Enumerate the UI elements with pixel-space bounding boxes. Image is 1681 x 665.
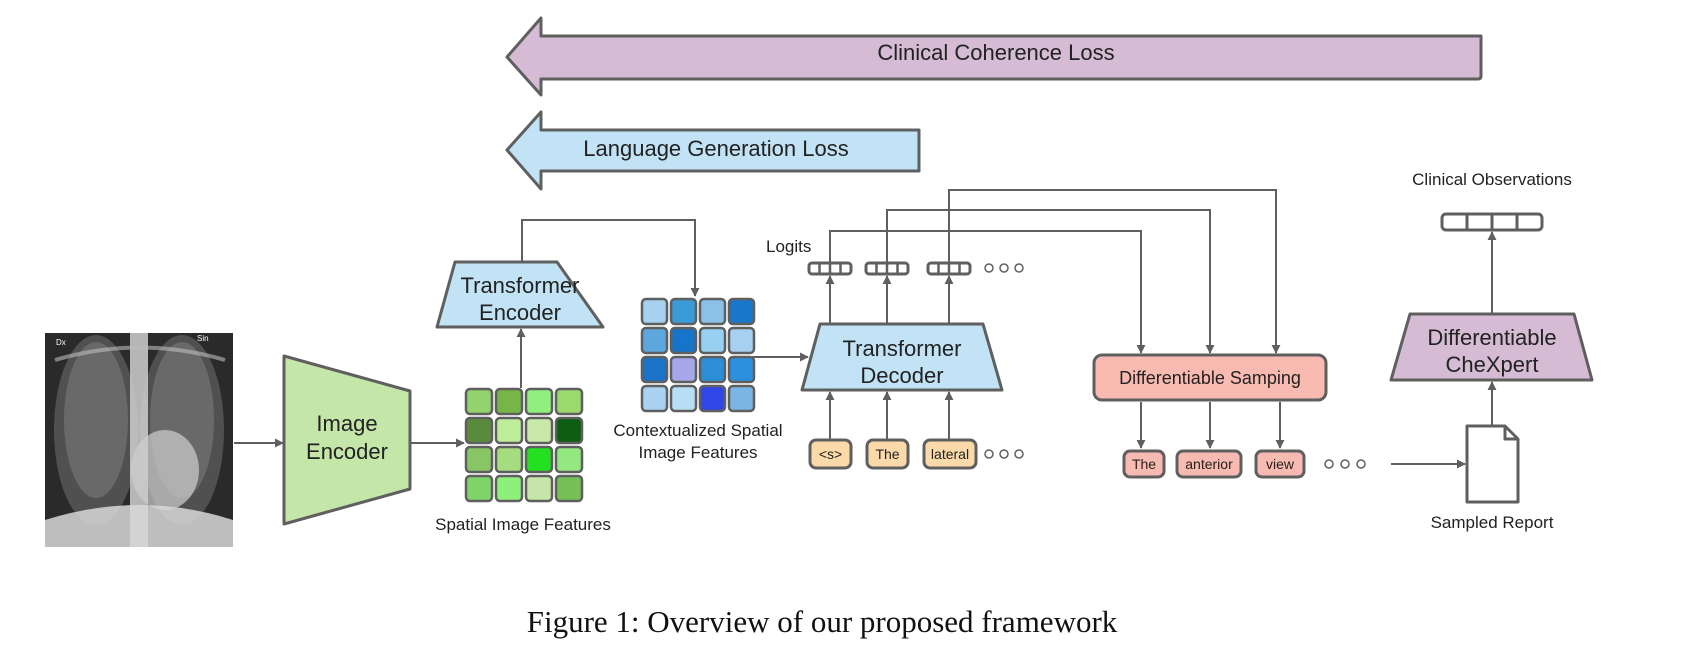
transformer-encoder-label-line2: Encoder (479, 300, 561, 325)
sampled-token-label: view (1266, 456, 1295, 472)
language-generation-loss-label: Language Generation Loss (583, 136, 848, 161)
sampled-token-label: The (1132, 456, 1156, 472)
chest-xray-image: Dx Sin (45, 333, 233, 547)
spatial-feature-cell (494, 474, 524, 503)
input-token-label: <s> (819, 446, 842, 462)
input-token: <s> (808, 438, 853, 470)
language-generation-loss-arrow: Language Generation Loss (505, 110, 921, 191)
context-feature-cell (698, 355, 727, 384)
sampled-report-label: Sampled Report (1431, 513, 1554, 532)
spatial-feature-cell (554, 445, 584, 474)
differentiable-sampling: Differentiable Samping (1092, 353, 1328, 402)
context-feature-cell (727, 355, 756, 384)
transformer-encoder-label-line1: Transformer (461, 273, 580, 298)
spatial-feature-cell (524, 416, 554, 445)
transformer-encoder: Transformer Encoder (435, 260, 605, 329)
image-encoder: Image Encoder (282, 354, 412, 526)
spatial-feature-cell (494, 416, 524, 445)
ellipsis-dot (1324, 459, 1334, 469)
xray-corner-left: Dx (56, 338, 66, 347)
logit-vector (807, 261, 853, 276)
context-feature-cell (669, 384, 698, 413)
logit-vector (926, 261, 972, 276)
sampled-token-label: anterior (1185, 456, 1233, 472)
ellipsis-dot (999, 263, 1009, 273)
context-feature-cell (698, 297, 727, 326)
contextualized-features-label-line1: Contextualized Spatial (613, 421, 782, 440)
contextualized-features-label-line2: Image Features (638, 443, 757, 462)
decoder-input-tokens: <s> The lateral (808, 438, 1024, 470)
input-token: lateral (922, 438, 978, 470)
context-feature-cell (640, 384, 669, 413)
spatial-feature-cell (464, 474, 494, 503)
context-feature-cell (727, 326, 756, 355)
spatial-feature-cell (494, 387, 524, 416)
clinical-coherence-loss-arrow: Clinical Coherence Loss (505, 16, 1483, 97)
logit-vector (864, 261, 910, 276)
ellipsis-dot (1014, 449, 1024, 459)
sampled-tokens: The anterior view (1122, 449, 1366, 479)
image-encoder-label-line2: Encoder (306, 439, 388, 464)
arrow-logit1-to-sampling (829, 230, 1146, 354)
transformer-decoder-label-line1: Transformer (843, 336, 962, 361)
ellipsis-dot (1356, 459, 1366, 469)
image-encoder-label-line1: Image (316, 411, 377, 436)
context-feature-cell (727, 297, 756, 326)
context-feature-cell (640, 297, 669, 326)
spatial-feature-cell (464, 416, 494, 445)
ellipsis-dot (984, 449, 994, 459)
input-token-label: lateral (931, 446, 969, 462)
context-feature-cell (669, 355, 698, 384)
clinical-observations-vector (1440, 212, 1544, 232)
ellipsis-dot (1014, 263, 1024, 273)
xray-corner-right: Sin (197, 334, 209, 343)
spatial-feature-cell (494, 445, 524, 474)
sampled-report-document (1465, 424, 1520, 504)
differentiable-chexpert-label-line1: Differentiable (1427, 325, 1556, 350)
spatial-feature-cell (524, 445, 554, 474)
context-feature-cell (669, 297, 698, 326)
arrow-logit2-to-sampling (886, 209, 1215, 354)
spatial-feature-cell (554, 474, 584, 503)
context-feature-cell (727, 384, 756, 413)
logit-vectors (807, 261, 1024, 276)
clinical-observations-label: Clinical Observations (1412, 170, 1572, 189)
sampled-token: anterior (1175, 449, 1243, 479)
input-token-label: The (875, 446, 899, 462)
clinical-coherence-loss-label: Clinical Coherence Loss (877, 40, 1114, 65)
contextualized-features-grid (640, 297, 756, 413)
context-feature-cell (698, 326, 727, 355)
spatial-image-features-label: Spatial Image Features (435, 515, 611, 534)
context-feature-cell (640, 326, 669, 355)
spatial-feature-cell (524, 387, 554, 416)
ellipsis-dot (1340, 459, 1350, 469)
spatial-feature-cell (464, 387, 494, 416)
transformer-decoder: Transformer Decoder (800, 322, 1004, 392)
spatial-feature-cell (464, 445, 494, 474)
arrow-transformer-encoder-to-context (521, 219, 700, 297)
differentiable-chexpert-label-line2: CheXpert (1446, 352, 1539, 377)
spatial-feature-cell (554, 387, 584, 416)
ellipsis-dot (984, 263, 994, 273)
spatial-feature-cell (524, 474, 554, 503)
logits-label: Logits (766, 237, 811, 256)
input-token: The (865, 438, 910, 470)
sampled-token: view (1254, 449, 1306, 479)
spatial-feature-cell (554, 416, 584, 445)
differentiable-sampling-label: Differentiable Samping (1119, 368, 1301, 388)
arrow-logit3-to-sampling (948, 189, 1281, 354)
figure-caption: Figure 1: Overview of our proposed frame… (527, 604, 1118, 639)
ellipsis-dot (999, 449, 1009, 459)
context-feature-cell (669, 326, 698, 355)
sampled-token: The (1122, 449, 1166, 479)
context-feature-cell (698, 384, 727, 413)
context-feature-cell (640, 355, 669, 384)
connectors (234, 189, 1497, 469)
spatial-image-features-grid (464, 387, 584, 503)
transformer-decoder-label-line2: Decoder (860, 363, 943, 388)
differentiable-chexpert: Differentiable CheXpert (1389, 312, 1594, 382)
